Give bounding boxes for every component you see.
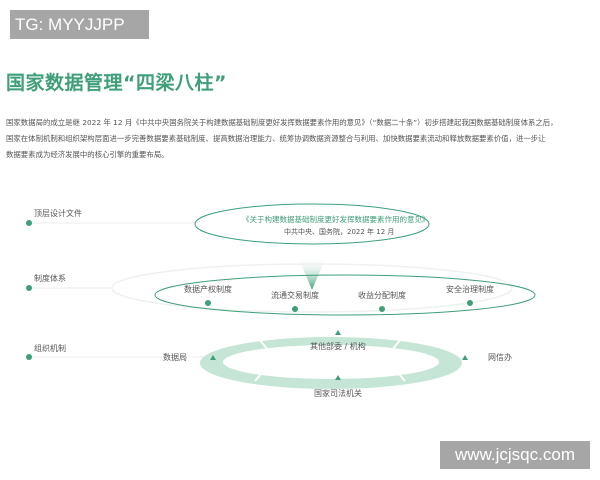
row-dot-icon [26, 220, 32, 226]
system-label-property-rights: 数据产权制度 [184, 285, 232, 294]
row-dot-icon [26, 285, 32, 291]
system-dot [292, 306, 298, 312]
ring-marker-icon [335, 330, 341, 335]
systems-outer-ellipse [111, 263, 513, 313]
intro-line: 国家数据局的成立是继 2022 年 12 月《中共中央国务院关于构建数据基础制度… [6, 118, 558, 127]
organization-ring [199, 333, 462, 389]
watermark-badge-top: TG: MYYJJPP [10, 10, 149, 39]
systems-inner-ellipse [154, 274, 536, 316]
org-label-data-bureau: 数据局 [163, 353, 187, 362]
down-arrow-triangle [298, 257, 326, 290]
org-label-judicial-organs: 国家司法机关 [314, 389, 362, 398]
org-label-other-ministries: 其他部委 / 机构 [310, 342, 366, 351]
system-dot [379, 306, 385, 312]
top-document-ellipse [194, 203, 430, 245]
intro-paragraph: 国家数据局的成立是继 2022 年 12 月《中共中央国务院关于构建数据基础制度… [6, 115, 596, 163]
system-label-circulation-trading: 流通交易制度 [271, 291, 319, 300]
system-dot [467, 300, 473, 306]
top-document-title: 《关于构建数据基础制度更好发挥数据要素作用的意见》 [242, 215, 430, 224]
row-label-system: 制度体系 [34, 274, 66, 283]
ring-marker-icon [335, 375, 341, 380]
page-title: 国家数据管理“四梁八柱” [6, 72, 227, 94]
system-label-security-governance: 安全治理制度 [446, 285, 494, 294]
row-label-organization: 组织机制 [34, 344, 66, 353]
row-label-top-design: 顶层设计文件 [34, 209, 82, 218]
intro-line: 国家在体制机制和组织架构层面进一步完善数据要素基础制度、提高数据治理能力、统筹协… [6, 134, 546, 143]
top-document-subtitle: 中共中央、国务院，2022 年 12 月 [284, 228, 395, 236]
watermark-badge-bottom: www.jcjsqc.com [440, 441, 590, 469]
system-label-income-distribution: 收益分配制度 [358, 291, 406, 300]
system-dot [205, 300, 211, 306]
ring-marker-icon [210, 355, 216, 360]
org-label-cac: 网信办 [488, 353, 512, 362]
intro-line: 数据要素成为经济发展中的核心引擎的重要布局。 [6, 150, 169, 159]
ring-marker-icon [462, 355, 468, 360]
row-dot-icon [26, 354, 32, 360]
